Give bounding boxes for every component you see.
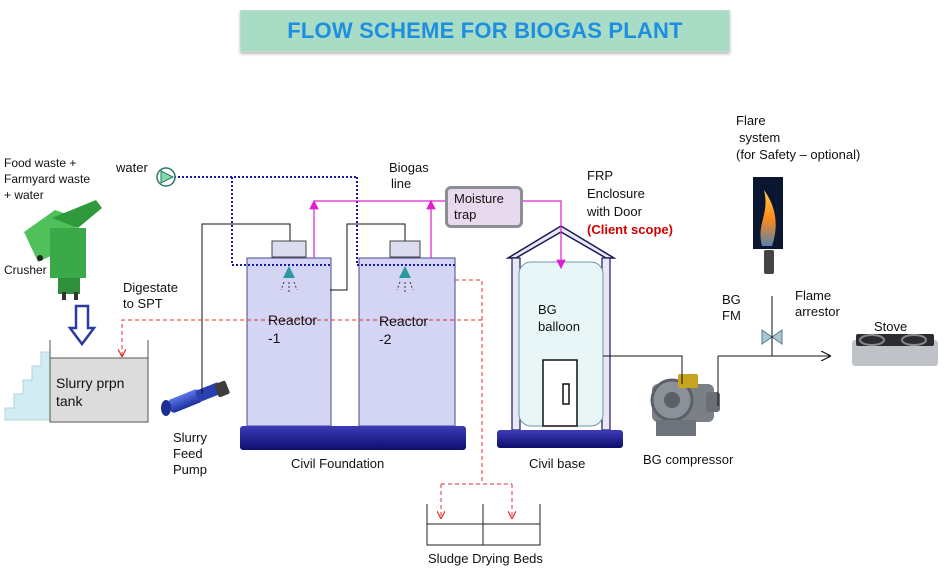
reactor-2 — [358, 257, 456, 427]
biogas-line-label-line1: Biogas — [389, 160, 429, 175]
water-label: water — [116, 160, 148, 175]
civil-base — [497, 430, 623, 448]
frp-enclosure — [505, 225, 617, 431]
frp-label-line1: FRP — [587, 168, 613, 183]
flame-arrestor-label-line2: arrestor — [795, 304, 840, 319]
moisture-trap-line1: Moisture — [454, 191, 504, 206]
feed-label-line1: Food waste + — [4, 156, 77, 170]
reactor-2-label-line1: Reactor — [379, 313, 429, 329]
slurry-tank-label-line1: Slurry prpn — [56, 375, 125, 391]
flame-arrestor-label-line1: Flame — [795, 288, 832, 303]
water-line — [158, 176, 455, 266]
digestate-label: Digestate to SPT — [123, 280, 178, 312]
flare-label-line2: system — [739, 130, 781, 145]
slurry-pump-label: Slurry Feed Pump — [173, 430, 207, 478]
slurry-tank-label-line2: tank — [56, 393, 83, 409]
slurry-tank-label: Slurry prpn tank — [56, 374, 124, 410]
biogas-line-label-line2: line — [391, 176, 412, 191]
bg-balloon-label: BG balloon — [538, 301, 580, 335]
civil-foundation — [240, 426, 466, 450]
reactor-1-label: Reactor -1 — [268, 311, 317, 347]
reactor-2-label: Reactor -2 — [379, 312, 428, 348]
digestate-label-line2: to SPT — [123, 296, 163, 311]
flare-label: Flare system (for Safety – optional) — [736, 112, 860, 163]
slurry-tank — [49, 357, 149, 423]
sludge-beds-label: Sludge Drying Beds — [428, 551, 543, 566]
reactor-1-spray — [280, 266, 298, 292]
biogas-line — [309, 199, 566, 270]
frp-label-line3: with Door — [587, 204, 642, 219]
civil-base-label: Civil base — [529, 456, 586, 471]
stove — [852, 334, 938, 366]
slurry-feed-line — [201, 223, 406, 394]
page-title: FLOW SCHEME FOR BIOGAS PLANT — [287, 18, 683, 43]
sludge-drying-beds — [426, 504, 541, 546]
flare-label-line3: (for Safety – optional) — [736, 147, 861, 162]
biogas-line-label: Biogas line — [389, 160, 429, 192]
reactor-2-inlet-box — [389, 240, 421, 258]
bg-balloon-label-line2: balloon — [538, 319, 580, 334]
moisture-trap-line2: trap — [454, 207, 477, 222]
crusher-label: Crusher — [4, 263, 47, 277]
feed-label-line3: + water — [4, 188, 44, 202]
digestate-label-line1: Digestate — [123, 280, 178, 295]
bg-fm-label-line1: BG — [722, 292, 741, 307]
feed-label: Food waste + Farmyard waste + water — [4, 155, 90, 203]
bg-fm-label-line2: FM — [722, 308, 741, 323]
feed-label-line2: Farmyard waste — [4, 172, 91, 186]
water-pump-icon — [156, 167, 176, 187]
flame-arrestor-label: Flame arrestor — [795, 288, 840, 320]
bg-compressor-label: BG compressor — [643, 452, 734, 467]
reactor-1-inlet-box — [271, 240, 307, 258]
bg-fm-label: BG FM — [722, 292, 741, 324]
flare-label-line1: Flare — [736, 113, 766, 128]
reactor-2-label-line2: -2 — [379, 331, 392, 347]
reactor-1-label-line2: -1 — [268, 330, 281, 346]
frp-enclosure-label: FRP Enclosure with Door (Client scope) — [587, 167, 673, 239]
slurry-feed-pump — [161, 380, 230, 416]
slurry-pump-label-line1: Slurry — [173, 430, 207, 445]
slurry-pump-label-line3: Pump — [173, 462, 207, 477]
stove-label: Stove — [874, 319, 908, 334]
frp-label-line2: Enclosure — [587, 186, 645, 201]
stairs — [4, 351, 51, 421]
title-banner: FLOW SCHEME FOR BIOGAS PLANT — [240, 10, 730, 52]
flame-arrestor-valve — [761, 329, 783, 345]
reactor-1-label-line1: Reactor — [268, 312, 318, 328]
slurry-pump-label-line2: Feed — [173, 446, 203, 461]
flare-flame — [753, 177, 783, 274]
digestate-line — [122, 279, 512, 518]
crusher-machine — [24, 200, 102, 300]
crusher-to-tank-arrow — [67, 304, 97, 347]
moisture-trap: Moisture trap — [445, 186, 523, 228]
bg-compressor — [650, 374, 720, 436]
civil-foundation-label: Civil Foundation — [291, 456, 385, 471]
bg-balloon-label-line1: BG — [538, 302, 557, 317]
reactor-2-spray — [396, 266, 414, 292]
gas-outlet-line — [603, 296, 830, 406]
enclosure-door — [542, 359, 578, 427]
client-scope-label: (Client scope) — [587, 222, 673, 237]
